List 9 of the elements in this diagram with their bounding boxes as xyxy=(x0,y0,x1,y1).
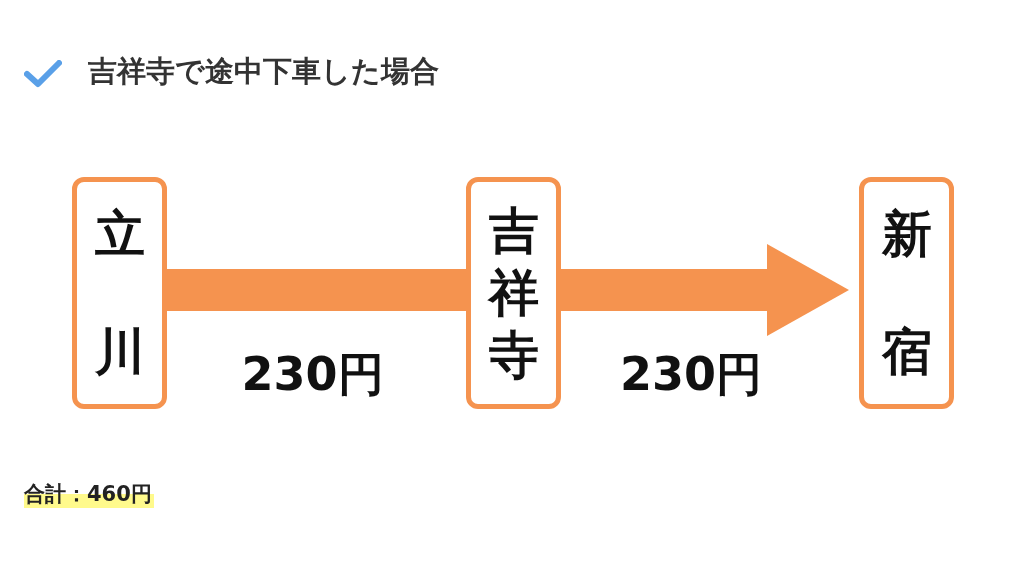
title: 吉祥寺で途中下車した場合 xyxy=(88,53,439,90)
station-box xyxy=(859,177,954,409)
station-name: 吉祥寺 xyxy=(487,201,540,386)
station-name: 立川 xyxy=(93,204,146,383)
station-box xyxy=(72,177,167,409)
station-box xyxy=(466,177,561,409)
arrow xyxy=(561,244,849,336)
total-note: 合計：460円 xyxy=(24,480,154,508)
station-name: 新宿 xyxy=(880,204,933,383)
